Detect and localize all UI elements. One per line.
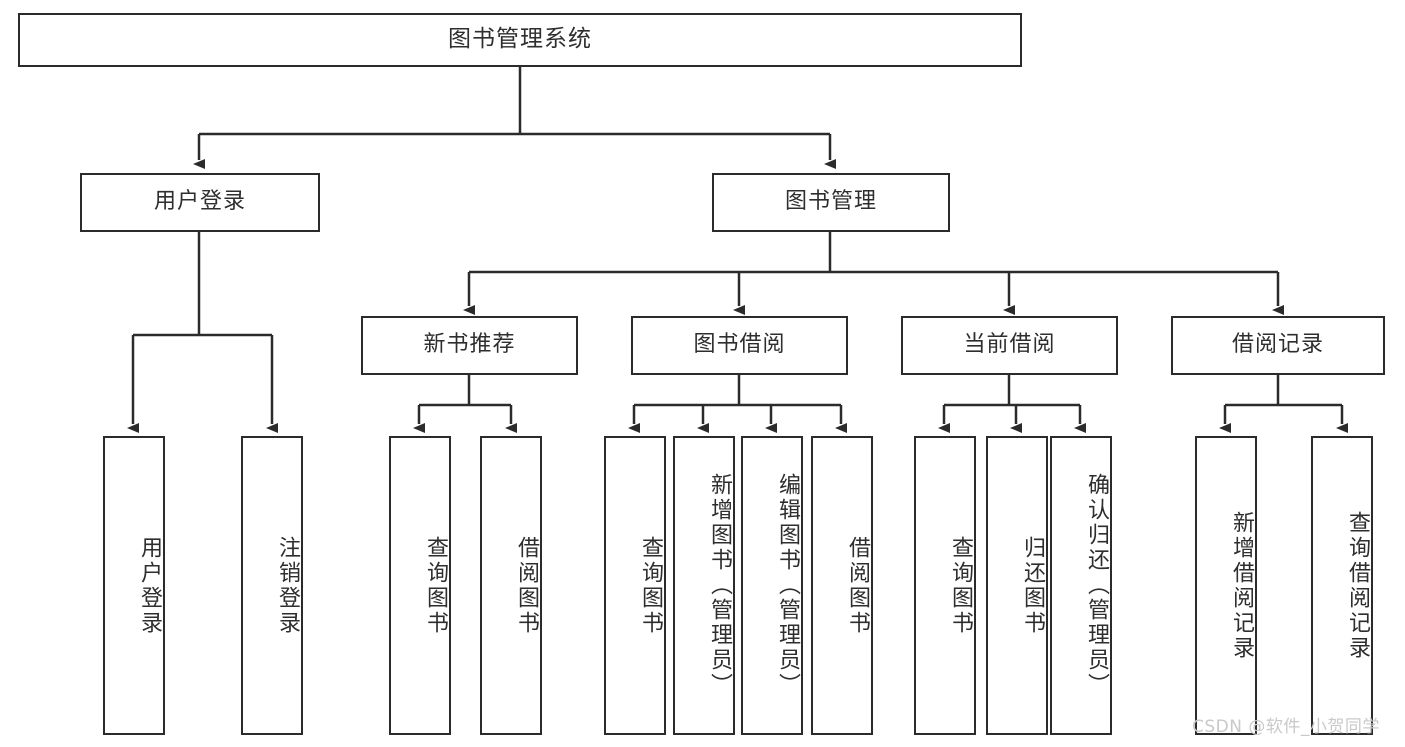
node-root-book-management-system[interactable]: 图书管理系统 <box>18 13 1022 67</box>
leaf-query-book-borrow[interactable]: 查询图书 <box>604 436 666 735</box>
leaf-borrow-book-recommend[interactable]: 借阅图书 <box>480 436 542 735</box>
leaf-query-borrow-record[interactable]: 查询借阅记录 <box>1311 436 1373 735</box>
leaf-query-book-recommend[interactable]: 查询图书 <box>389 436 451 735</box>
node-current-borrowing[interactable]: 当前借阅 <box>901 316 1118 375</box>
leaf-confirm-return-admin[interactable]: 确认归还（管理员） <box>1050 436 1112 735</box>
leaf-edit-book-admin[interactable]: 编辑图书（管理员） <box>741 436 803 735</box>
leaf-add-borrow-record[interactable]: 新增借阅记录 <box>1195 436 1257 735</box>
leaf-logout[interactable]: 注销登录 <box>241 436 303 735</box>
leaf-return-book[interactable]: 归还图书 <box>986 436 1048 735</box>
node-new-book-recommendation[interactable]: 新书推荐 <box>361 316 578 375</box>
leaf-user-login[interactable]: 用户登录 <box>103 436 165 735</box>
watermark: CSDN @软件_小贺同学 <box>1192 717 1380 737</box>
node-book-borrowing[interactable]: 图书借阅 <box>631 316 848 375</box>
leaf-borrow-book[interactable]: 借阅图书 <box>811 436 873 735</box>
node-book-management[interactable]: 图书管理 <box>712 173 950 232</box>
node-user-login[interactable]: 用户登录 <box>80 173 320 232</box>
leaf-query-book-current[interactable]: 查询图书 <box>914 436 976 735</box>
leaf-add-book-admin[interactable]: 新增图书（管理员） <box>673 436 735 735</box>
node-borrowing-record[interactable]: 借阅记录 <box>1171 316 1385 375</box>
